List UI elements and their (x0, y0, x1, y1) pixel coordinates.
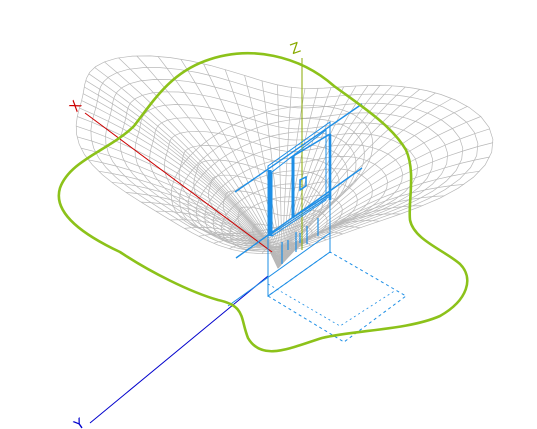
mesh-radial (83, 93, 279, 269)
mesh-radial (244, 75, 280, 269)
mesh-radial (277, 92, 436, 269)
mesh-radial (136, 55, 279, 269)
mesh-radial (84, 86, 279, 269)
mesh-radial (94, 67, 279, 269)
mesh-radial (277, 128, 490, 269)
mesh-radial (277, 85, 393, 269)
mesh-radial (118, 57, 279, 269)
mesh-radial (111, 181, 279, 269)
x-axis-label: X (67, 98, 86, 115)
blue-structure (227, 103, 407, 343)
mesh-radial (277, 220, 380, 269)
mesh-inner-curve (179, 118, 365, 237)
mesh-radial (104, 61, 279, 269)
x-axis: X (67, 98, 273, 253)
y-axis-label: Y (71, 415, 88, 429)
mesh-radial (277, 86, 345, 269)
mesh-inner-curve (187, 131, 357, 239)
model-outline (57, 51, 469, 353)
mesh-inner-curve (212, 170, 332, 246)
mesh-radial (75, 125, 279, 269)
mesh-radial (125, 192, 279, 269)
mesh-radial (261, 80, 281, 269)
mesh-radial (277, 226, 361, 269)
mesh-radial (85, 80, 279, 269)
z-axis-label: Z (288, 40, 302, 58)
mesh-radial (79, 107, 279, 269)
mesh-inner-curve (204, 157, 340, 244)
mesh-radial (277, 85, 357, 269)
mesh-radial (277, 156, 490, 269)
mesh-radial (277, 88, 421, 269)
mesh-inner-curve (170, 105, 374, 234)
mesh-radial (277, 142, 494, 269)
mesh-radial (277, 116, 481, 269)
mesh-radial (277, 88, 319, 269)
mesh-radial (81, 100, 279, 269)
mesh-inner-curve (196, 144, 348, 242)
mesh-radial (277, 231, 343, 269)
mesh-radial (180, 58, 279, 269)
mesh-radial (157, 56, 279, 269)
mesh-radial (88, 73, 279, 269)
mesh-inner-curve (221, 183, 323, 249)
mesh-radial (277, 85, 369, 269)
mesh-radial (76, 136, 279, 269)
mesh-radial (80, 147, 279, 269)
mesh-radial (277, 98, 452, 269)
